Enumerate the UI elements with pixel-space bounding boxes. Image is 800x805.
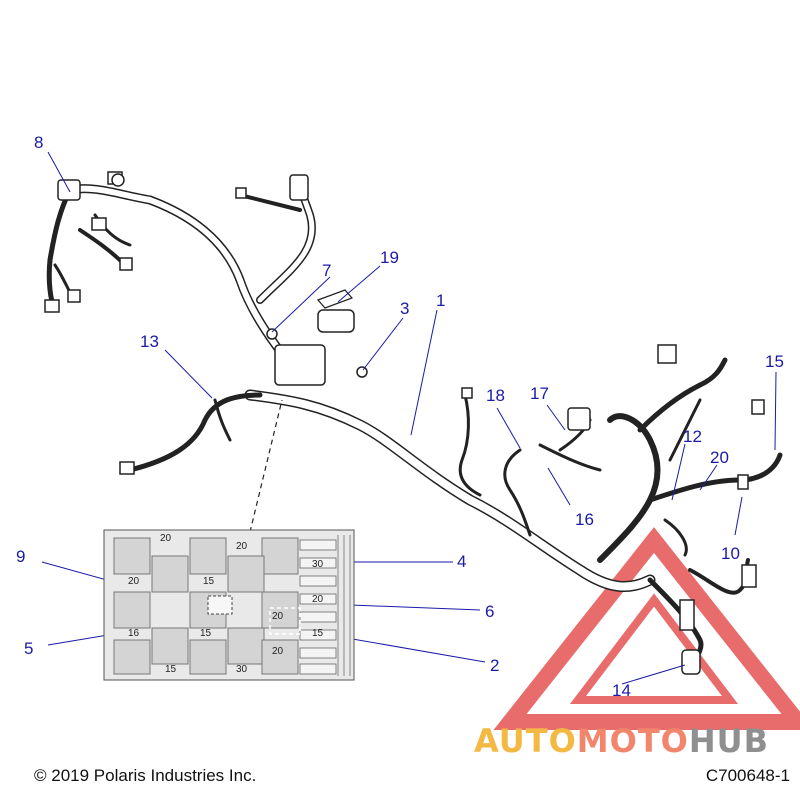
connectors	[44, 171, 765, 675]
watermark-auto: AUTO	[474, 722, 577, 760]
copyright-text: © 2019 Polaris Industries Inc.	[34, 766, 257, 785]
fuse-label: 16	[128, 628, 140, 639]
callout-3: 3	[400, 299, 410, 318]
callout-20: 20	[710, 448, 729, 467]
callout-12: 12	[683, 427, 702, 446]
fuse-box-inset	[103, 529, 355, 681]
callout-10: 10	[721, 544, 740, 563]
fuse-label: 15	[165, 664, 177, 675]
fuse-label: 20	[272, 646, 284, 657]
label-19-card	[316, 289, 354, 309]
callout-13: 13	[140, 332, 159, 351]
fuse-label: 15	[203, 576, 215, 587]
callout-1: 1	[436, 291, 446, 310]
callout-19: 19	[380, 248, 399, 267]
fuse-label: 15	[200, 628, 212, 639]
fuse-label: 20	[312, 594, 324, 605]
callout-6: 6	[485, 602, 495, 621]
fuse-label: 20	[160, 533, 172, 544]
fuse-label: 30	[312, 559, 324, 570]
watermark-hub: HUB	[688, 722, 770, 760]
callout-15: 15	[765, 352, 784, 371]
fuse-label: 15	[312, 628, 324, 639]
callout-8: 8	[34, 133, 44, 152]
callout-2: 2	[490, 656, 500, 675]
fuse-label: 30	[236, 664, 248, 675]
callout-16: 16	[575, 510, 594, 529]
fuse-label: 20	[272, 611, 284, 622]
part-code: C700648-1	[705, 766, 790, 785]
fuse-label: 20	[128, 576, 140, 587]
watermark-logo: AUTOMOTOHUB	[474, 722, 769, 760]
fuse-label: 20	[236, 541, 248, 552]
watermark-moto: MOTO	[576, 722, 689, 760]
callout-7: 7	[322, 261, 332, 280]
callout-14: 14	[612, 681, 631, 700]
callout-18: 18	[486, 386, 505, 405]
callout-9: 9	[16, 547, 26, 566]
callout-5: 5	[24, 639, 34, 658]
callout-17: 17	[530, 384, 549, 403]
callout-4: 4	[457, 552, 467, 571]
